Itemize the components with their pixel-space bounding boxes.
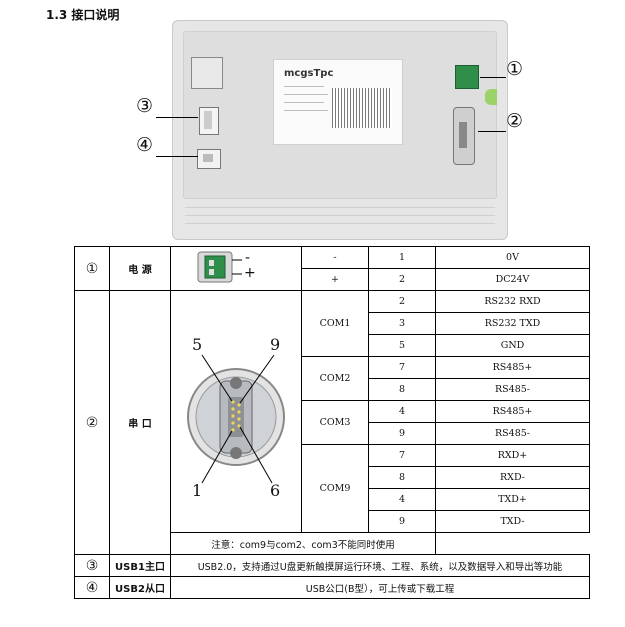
- usb-b-port: [197, 149, 221, 169]
- table-row: 3 RS232 TXD: [75, 312, 590, 335]
- indicator: [485, 89, 497, 105]
- row-name: 串 口: [109, 290, 171, 555]
- pin-cell: 3: [368, 312, 436, 335]
- row-number: ①: [74, 246, 110, 291]
- row-number: ④: [74, 576, 110, 599]
- note-cell: 注意：com9与com2、com3不能同时使用: [170, 532, 436, 555]
- pin-cell: 9: [368, 422, 436, 445]
- usb2-desc: USB公口(B型），可上传或下载工程: [170, 576, 590, 599]
- desc-cell: TXD+: [435, 488, 590, 511]
- pin-cell: 8: [368, 378, 436, 401]
- pin-cell: 7: [368, 444, 436, 467]
- desc-cell: GND: [435, 334, 590, 357]
- pin-label-9: 9: [270, 335, 281, 354]
- table-row: COM2 7 RS485+: [75, 356, 590, 401]
- pin-cell: 4: [368, 400, 436, 423]
- vent-line: [185, 207, 495, 208]
- db9-port: [453, 107, 475, 165]
- callout-line: [478, 131, 506, 132]
- callout-3: ③: [136, 95, 154, 117]
- device-label-sticker: mcgsTpc: [273, 59, 403, 145]
- desc-cell: TXD-: [435, 510, 590, 533]
- row-name: USB2从口: [109, 576, 171, 599]
- plus-label: +: [244, 265, 256, 281]
- desc-cell: RS485+: [435, 400, 590, 423]
- desc-cell: RXD+: [435, 444, 590, 467]
- row-number: ③: [74, 554, 110, 577]
- usb1-desc: USB2.0，支持通过U盘更新触摸屏运行环境、工程、系统，以及数据导入和导出等功…: [170, 554, 590, 577]
- callout-line: [156, 117, 198, 118]
- brand-logo: mcgsTpc: [284, 68, 334, 79]
- sd-slot: [191, 57, 223, 89]
- table-row: ② 串 口: [74, 290, 590, 555]
- callout-4: ④: [136, 134, 154, 156]
- minus-label: -: [245, 250, 251, 266]
- desc-cell: RS485+: [435, 356, 590, 379]
- row-number: ②: [74, 290, 110, 555]
- device-illustration: mcgsTpc: [172, 20, 508, 240]
- db9-connector-icon: 5 9 1 6: [174, 305, 298, 515]
- label-line: [284, 86, 324, 87]
- desc-cell: RS485-: [435, 378, 590, 401]
- callout-1: ①: [506, 58, 524, 80]
- section-heading: 1.3 接口说明: [46, 8, 120, 22]
- barcode: [332, 88, 392, 128]
- label-line: [284, 102, 324, 103]
- pin-label-6: 6: [270, 481, 281, 500]
- table-row: ④ USB2从口 USB公口(B型），可上传或下载工程: [74, 576, 590, 599]
- pin-cell: 8: [368, 466, 436, 489]
- signal-cell: -: [301, 246, 369, 269]
- interface-table: ① 电 源 - + - 1 0V + 2 DC24V: [74, 246, 590, 599]
- usb-a-port: [199, 107, 219, 135]
- callout-line: [480, 77, 506, 78]
- pin-cell: 2: [368, 290, 436, 313]
- desc-cell: DC24V: [435, 268, 590, 291]
- db9-connector-image: 5 9 1 6: [170, 290, 302, 533]
- pin-cell: 5: [368, 334, 436, 357]
- com-name: COM3: [301, 400, 369, 445]
- row-name: 电 源: [109, 246, 171, 291]
- power-connector-icon: - +: [196, 250, 276, 284]
- pin-cell: 1: [368, 246, 436, 269]
- pin-cell: 4: [368, 488, 436, 511]
- desc-cell: RXD-: [435, 466, 590, 489]
- row-name: USB1主口: [109, 554, 171, 577]
- pin-label-1: 1: [192, 481, 203, 500]
- callout-line: [156, 156, 198, 157]
- desc-cell: RS232 TXD: [435, 312, 590, 335]
- table-row: COM9 7 RXD+: [75, 444, 590, 533]
- signal-cell: +: [301, 268, 369, 291]
- label-line: [284, 110, 328, 111]
- desc-cell: RS232 RXD: [435, 290, 590, 313]
- pin-label-5: 5: [192, 335, 203, 354]
- table-row: ③ USB1主口 USB2.0，支持通过U盘更新触摸屏运行环境、工程、系统，以及…: [74, 554, 590, 577]
- table-row: COM3 4 RS485+: [75, 400, 590, 445]
- pin-cell: 7: [368, 356, 436, 379]
- label-line: [284, 94, 328, 95]
- com-name: COM2: [301, 356, 369, 401]
- power-terminal: [455, 65, 479, 89]
- com-name: COM1: [301, 290, 369, 357]
- com-name: COM9: [301, 444, 369, 533]
- callout-2: ②: [506, 110, 524, 132]
- vent-line: [185, 215, 495, 216]
- vent-line: [185, 223, 495, 224]
- desc-cell: RS485-: [435, 422, 590, 445]
- table-row: 8 RXD-: [75, 466, 590, 489]
- table-row: 9 TXD-: [75, 510, 590, 533]
- desc-cell: 0V: [435, 246, 590, 269]
- power-connector-image: - +: [170, 246, 302, 291]
- table-row: ① 电 源 - + - 1 0V: [74, 246, 590, 291]
- pin-cell: 2: [368, 268, 436, 291]
- table-row: 8 RS485-: [75, 378, 590, 401]
- pin-cell: 9: [368, 510, 436, 533]
